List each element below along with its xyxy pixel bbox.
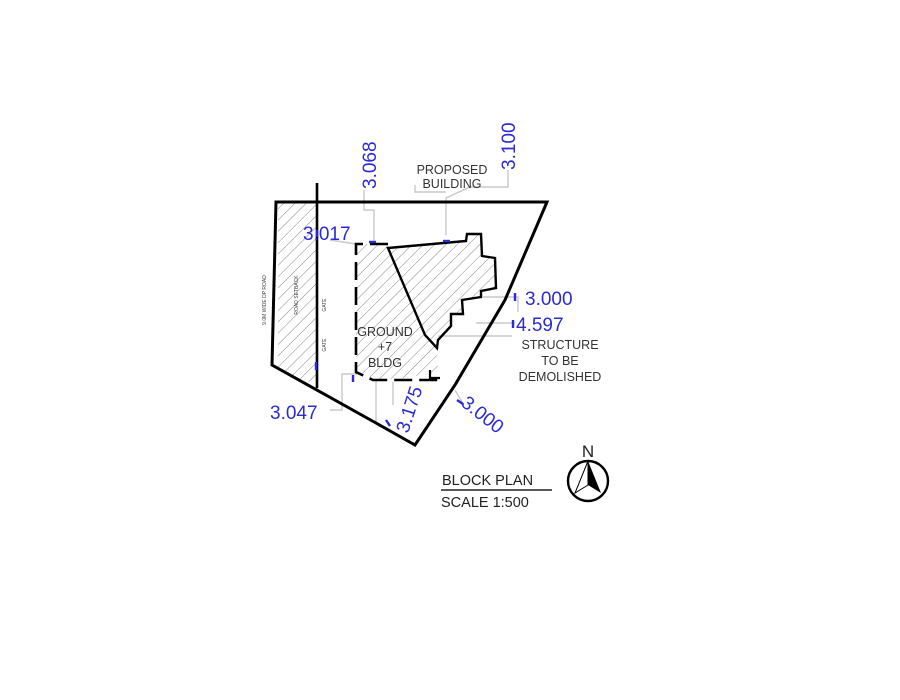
ground-building-hatch [356, 244, 438, 380]
leader-lines [329, 170, 519, 423]
ground-building-outline [354, 242, 440, 382]
road-label: 9.0M WIDE DP ROAD [262, 275, 268, 325]
site-boundary [270, 200, 550, 447]
ground-bldg-label-line1: GROUND [357, 325, 413, 339]
demolish-label-line1: STRUCTURE [521, 338, 598, 352]
north-arrow-icon [566, 459, 610, 503]
block-plan-title: BLOCK PLAN [442, 473, 533, 489]
proposed-building-label-line1: PROPOSED [417, 163, 488, 177]
proposed-building-outline [386, 232, 498, 351]
road-setback-label: ROAD SETBACK [294, 275, 300, 315]
dimension-ticks [314, 230, 517, 427]
dimension-3000-east: 3.000 [525, 289, 573, 310]
demolish-label-line2: TO BE [541, 354, 578, 368]
ground-bldg-label-line3: BLDG [368, 356, 402, 370]
gate-label-2: GATE [322, 338, 328, 352]
ground-bldg-label-line2: +7 [378, 340, 392, 354]
road-setback-hatch [278, 203, 316, 385]
north-letter: N [582, 442, 594, 461]
proposed-building-hatch [388, 234, 496, 348]
dimension-3017: 3.017 [303, 224, 351, 245]
gate-label-1: GATE [322, 298, 328, 312]
dimension-3047: 3.047 [270, 403, 318, 424]
dimension-3100: 3.100 [499, 122, 520, 170]
dimension-3175: 3.175 [393, 384, 428, 436]
dimension-3000-south: 3.000 [457, 392, 507, 438]
proposed-building-label-line2: BUILDING [422, 177, 481, 191]
block-plan-scale: SCALE 1:500 [441, 495, 529, 511]
dimension-4597: 4.597 [516, 315, 564, 336]
dimension-3068: 3.068 [360, 141, 381, 189]
demolish-structure-outline [428, 370, 440, 380]
demolish-label-line3: DEMOLISHED [519, 370, 602, 384]
